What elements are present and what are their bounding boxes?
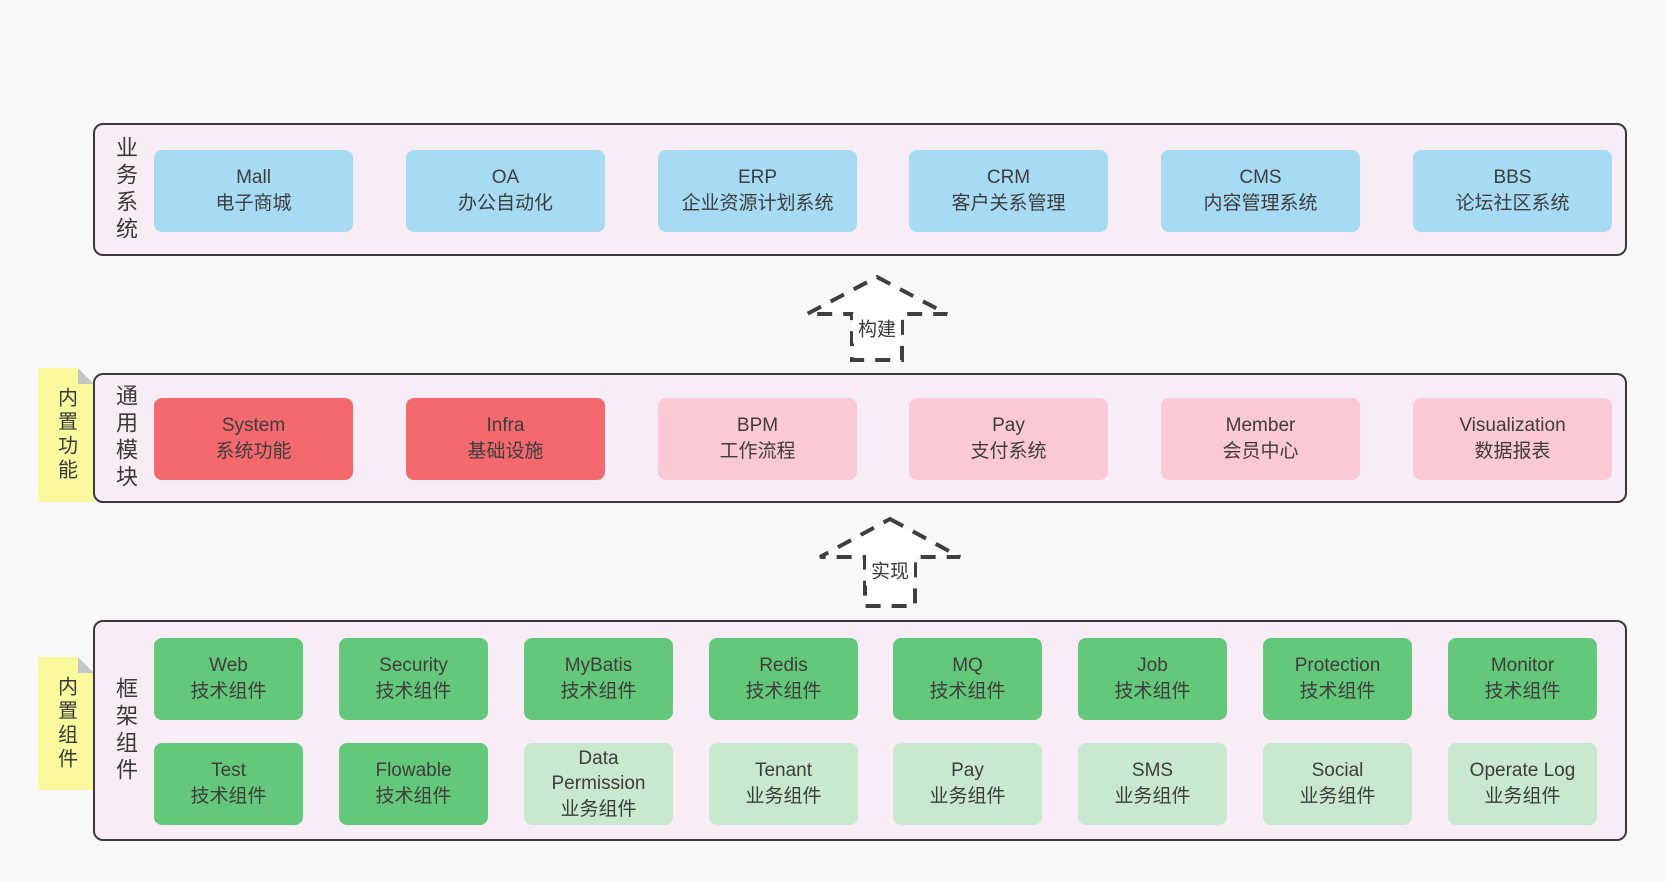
box-subtitle: 技术组件: [929, 681, 1006, 702]
box-title: Pay: [951, 760, 984, 782]
sticky-note-built-in-components: 内置组件: [38, 657, 94, 790]
box-protection: Protection 技术组件: [1263, 638, 1412, 720]
box-member: Member 会员中心: [1161, 398, 1360, 480]
box-subtitle: 数据报表: [1474, 441, 1551, 462]
box-subtitle: 客户关系管理: [951, 193, 1066, 214]
folded-corner-icon: [78, 368, 94, 384]
box-subtitle: 业务组件: [1484, 786, 1561, 807]
box-subtitle: 论坛社区系统: [1455, 193, 1570, 214]
box-social: Social 业务组件: [1263, 743, 1412, 825]
box-infra: Infra 基础设施: [406, 398, 605, 480]
box-visualization: Visualization 数据报表: [1413, 398, 1612, 480]
box-title: Pay: [992, 415, 1025, 437]
box-title: Operate Log: [1469, 760, 1576, 782]
box-security: Security 技术组件: [339, 638, 488, 720]
box-title: BBS: [1493, 167, 1532, 189]
folded-corner-icon: [78, 657, 94, 673]
box-data-permission: Data Permission 业务组件: [524, 743, 673, 825]
box-test: Test 技术组件: [154, 743, 303, 825]
box-title: Tenant: [754, 760, 813, 782]
arrow-label-implement: 实现: [865, 554, 915, 586]
box-title: ERP: [737, 167, 778, 189]
box-subtitle: 业务组件: [1299, 786, 1376, 807]
band-framework-components: 框架组件 Web 技术组件 Security 技术组件 MyBatis 技术组件…: [93, 620, 1627, 841]
box-subtitle: 企业资源计划系统: [681, 193, 834, 214]
box-title: MQ: [952, 655, 983, 677]
box-pay-component: Pay 业务组件: [893, 743, 1042, 825]
box-subtitle: 技术组件: [745, 681, 822, 702]
box-title: MyBatis: [564, 655, 633, 677]
box-subtitle: 技术组件: [560, 681, 637, 702]
box-subtitle: 业务组件: [560, 798, 637, 820]
box-erp: ERP 企业资源计划系统: [658, 150, 857, 232]
box-subtitle: 内容管理系统: [1203, 193, 1318, 214]
box-subtitle: 业务组件: [1114, 786, 1191, 807]
box-title: Security: [379, 655, 448, 677]
band-label-business-systems: 业务系统: [113, 135, 138, 244]
box-title: Web: [209, 655, 248, 677]
box-title: BPM: [736, 415, 779, 437]
box-title: CMS: [1239, 167, 1282, 189]
box-title: Visualization: [1459, 415, 1566, 437]
box-bpm: BPM 工作流程: [658, 398, 857, 480]
box-subtitle: 工作流程: [719, 441, 796, 462]
box-flowable: Flowable 技术组件: [339, 743, 488, 825]
box-title: Member: [1225, 415, 1296, 437]
box-title: OA: [491, 167, 520, 189]
box-subtitle: 业务组件: [745, 786, 822, 807]
box-title: Flowable: [375, 760, 452, 782]
box-subtitle: 基础设施: [467, 441, 544, 462]
box-web: Web 技术组件: [154, 638, 303, 720]
box-subtitle: 业务组件: [929, 786, 1006, 807]
box-subtitle: 会员中心: [1222, 441, 1299, 462]
box-pay-module: Pay 支付系统: [909, 398, 1108, 480]
box-title: Social: [1311, 760, 1364, 782]
box-title: Monitor: [1490, 655, 1555, 677]
box-subtitle: 技术组件: [375, 786, 452, 807]
box-monitor: Monitor 技术组件: [1448, 638, 1597, 720]
box-title: Infra: [486, 415, 525, 437]
sticky-note-built-in-features: 内置功能: [38, 368, 94, 502]
band-common-modules: 通用模块 System 系统功能 Infra 基础设施 BPM 工作流程 Pay…: [93, 373, 1627, 503]
arrow-label-build: 构建: [852, 312, 902, 344]
box-cms: CMS 内容管理系统: [1161, 150, 1360, 232]
box-title: SMS: [1131, 760, 1174, 782]
box-title: CRM: [986, 167, 1031, 189]
box-job: Job 技术组件: [1078, 638, 1227, 720]
box-subtitle: 支付系统: [970, 441, 1047, 462]
box-subtitle: 技术组件: [190, 786, 267, 807]
box-mall: Mall 电子商城: [154, 150, 353, 232]
box-sms: SMS 业务组件: [1078, 743, 1227, 825]
band-business-systems: 业务系统 Mall 电子商城 OA 办公自动化 ERP 企业资源计划系统 CRM…: [93, 123, 1627, 256]
box-system: System 系统功能: [154, 398, 353, 480]
box-bbs: BBS 论坛社区系统: [1413, 150, 1612, 232]
box-subtitle: 技术组件: [190, 681, 267, 702]
box-title: System: [221, 415, 286, 437]
band-label-framework-components: 框架组件: [113, 676, 138, 785]
box-subtitle: 电子商城: [215, 193, 292, 214]
box-tenant: Tenant 业务组件: [709, 743, 858, 825]
box-subtitle: 办公自动化: [457, 193, 553, 214]
box-title: Job: [1137, 655, 1168, 677]
box-subtitle: 技术组件: [1299, 681, 1376, 702]
box-title: Protection: [1294, 655, 1381, 677]
box-subtitle: 系统功能: [215, 441, 292, 462]
sticky-note-label: 内置功能: [54, 387, 77, 483]
box-subtitle: 技术组件: [1114, 681, 1191, 702]
box-subtitle: 技术组件: [375, 681, 452, 702]
box-title: Data Permission: [551, 747, 646, 795]
box-redis: Redis 技术组件: [709, 638, 858, 720]
box-mq: MQ 技术组件: [893, 638, 1042, 720]
box-mybatis: MyBatis 技术组件: [524, 638, 673, 720]
box-title: Test: [211, 760, 246, 782]
box-title: Redis: [759, 655, 808, 677]
box-subtitle: 技术组件: [1484, 681, 1561, 702]
sticky-note-label: 内置组件: [54, 675, 77, 772]
box-operate-log: Operate Log 业务组件: [1448, 743, 1597, 825]
box-title: Mall: [236, 167, 271, 189]
box-oa: OA 办公自动化: [406, 150, 605, 232]
box-crm: CRM 客户关系管理: [909, 150, 1108, 232]
band-label-common-modules: 通用模块: [113, 384, 138, 492]
